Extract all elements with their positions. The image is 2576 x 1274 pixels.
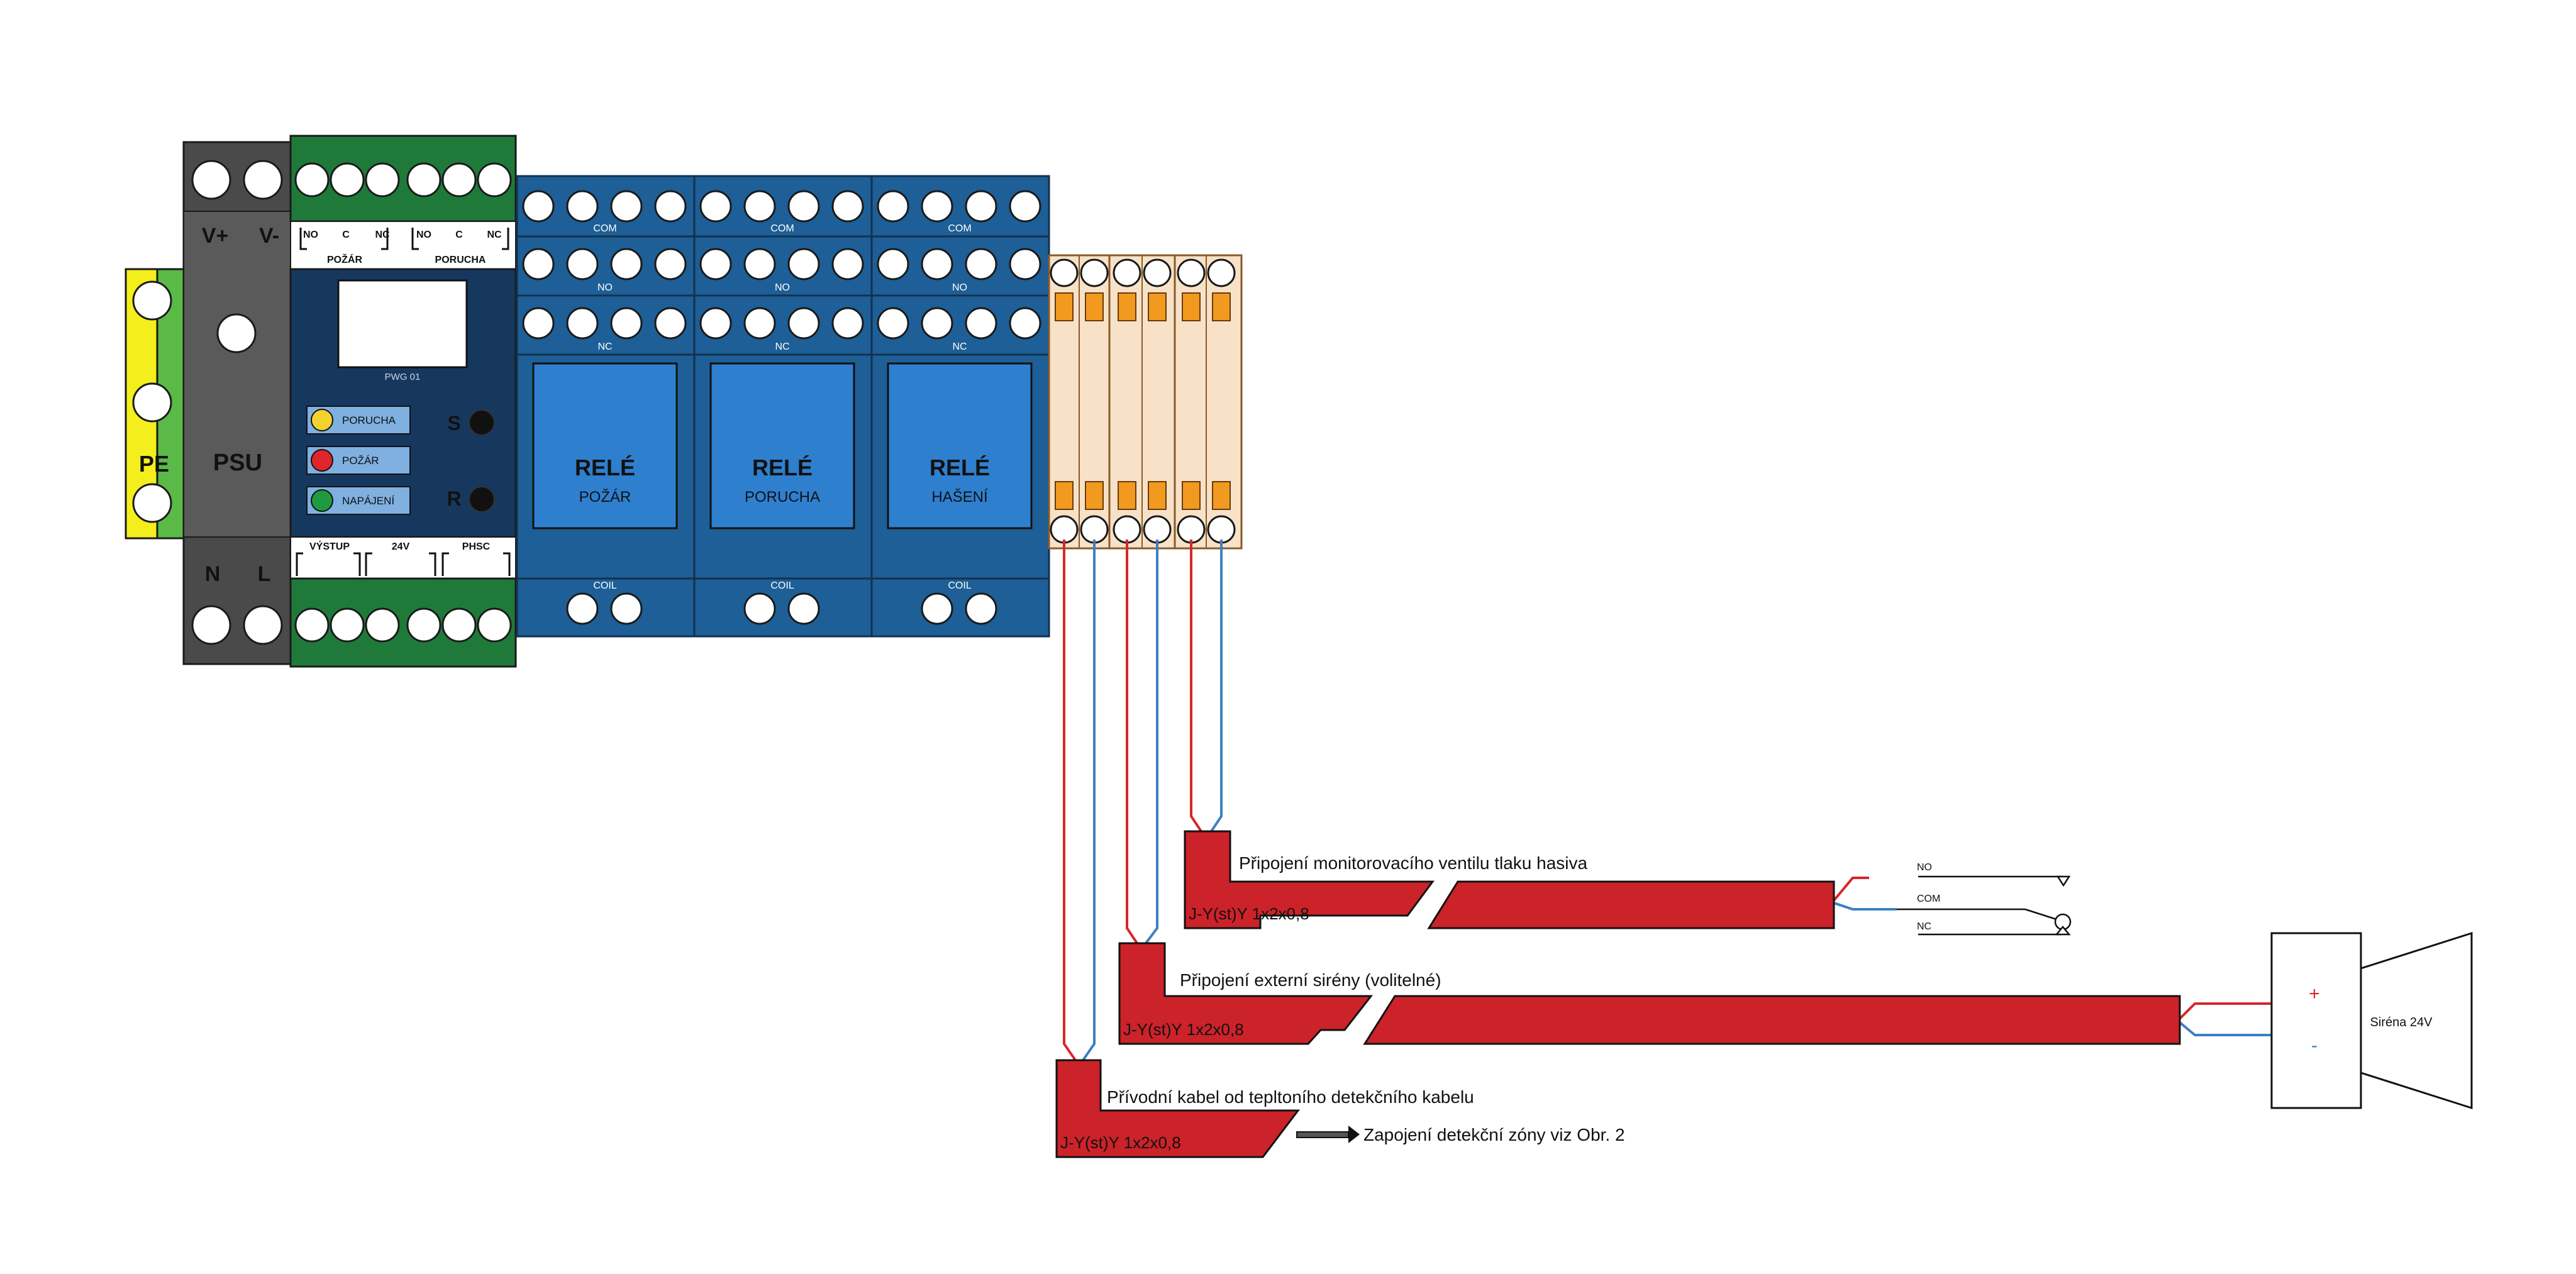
ctrl-c1-label: C bbox=[342, 230, 350, 240]
relay2-coil-label: COIL bbox=[770, 580, 794, 591]
ctrl-no2-label: NO bbox=[416, 230, 431, 240]
wire-blue-valve bbox=[1210, 540, 1223, 833]
relay3-com-label: COM bbox=[948, 223, 971, 234]
button-s[interactable] bbox=[469, 409, 495, 436]
cable-siren: Připojení externí sirény (volitelné) J-Y… bbox=[1118, 942, 2181, 1045]
ctrl-group1-label: POŽÁR bbox=[327, 253, 362, 265]
relay1-subtitle: POŽÁR bbox=[579, 489, 631, 506]
cable-valve: Připojení monitorovacího ventilu tlaku h… bbox=[1184, 830, 1835, 929]
terminal-blocks bbox=[1048, 254, 1243, 550]
ctrl-no1-label: NO bbox=[303, 230, 318, 240]
cable-detection-title: Přívodní kabel od tepltoního detekčního … bbox=[1107, 1087, 1474, 1107]
relay1-nc-label: NC bbox=[597, 341, 612, 352]
relay3-title: RELÉ bbox=[930, 455, 990, 480]
wire-red-valve-out bbox=[1833, 877, 1869, 902]
relay2-no-label: NO bbox=[775, 282, 790, 293]
detection-arrow-head bbox=[1348, 1126, 1360, 1143]
relay-module-porucha: COM NO NC RELÉ PORUCHA COIL bbox=[693, 175, 873, 638]
relay3-coil-label: COIL bbox=[948, 580, 971, 591]
controller-model-label: PWG 01 bbox=[385, 372, 421, 382]
ctrl-24v-label: 24V bbox=[392, 541, 410, 552]
controller-module: NO C NC NO C NC POŽÁR PORUCHA PWG 01 POR… bbox=[289, 135, 517, 668]
siren-label: Siréna 24V bbox=[2370, 1016, 2433, 1029]
pe-label: PE bbox=[139, 451, 169, 477]
relay1-coil-label: COIL bbox=[593, 580, 616, 591]
cable-siren-type: J-Y(st)Y 1x2x0,8 bbox=[1123, 1020, 1244, 1039]
cable-valve-title: Připojení monitorovacího ventilu tlaku h… bbox=[1239, 853, 1588, 873]
led-napajeni-label: NAPÁJENÍ bbox=[342, 495, 394, 507]
relay1-title: RELÉ bbox=[575, 455, 635, 480]
controller-display bbox=[337, 279, 468, 368]
led-pozar bbox=[311, 449, 333, 472]
relay3-nc-label: NC bbox=[952, 341, 967, 352]
ctrl-nc1-label: NC bbox=[375, 230, 390, 240]
valve-switch: NO COM NC bbox=[1897, 862, 2072, 936]
wire-blue-valve-out bbox=[1833, 902, 1897, 911]
ctrl-group2-label: PORUCHA bbox=[435, 255, 486, 265]
psu-module: V+ V- PSU N L bbox=[182, 141, 292, 665]
wire-blue-detection bbox=[1082, 540, 1096, 1061]
relay3-no-label: NO bbox=[952, 282, 967, 293]
cable-detection-type: J-Y(st)Y 1x2x0,8 bbox=[1060, 1133, 1181, 1152]
button-s-label: S bbox=[447, 412, 460, 435]
psu-label: PSU bbox=[213, 450, 262, 476]
wires bbox=[1063, 540, 2323, 1061]
button-r[interactable] bbox=[469, 486, 495, 512]
valve-no-label: NO bbox=[1917, 862, 1932, 873]
relay2-nc-label: NC bbox=[775, 341, 789, 352]
detection-arrow bbox=[1296, 1131, 1349, 1138]
relay3-subtitle: HAŠENÍ bbox=[931, 488, 988, 506]
wire-red-detection bbox=[1063, 540, 1077, 1061]
cable-detection: Přívodní kabel od tepltoního detekčního … bbox=[1055, 1059, 1625, 1158]
pe-terminal: PE bbox=[125, 268, 185, 540]
button-r-label: R bbox=[447, 487, 461, 510]
valve-nc-label: NC bbox=[1917, 921, 1931, 932]
led-porucha bbox=[311, 409, 333, 431]
detection-note: Zapojení detekční zóny viz Obr. 2 bbox=[1363, 1125, 1625, 1144]
valve-com-label: COM bbox=[1917, 894, 1940, 904]
cable-siren-title: Připojení externí sirény (volitelné) bbox=[1180, 970, 1441, 990]
led-napajeni bbox=[311, 489, 333, 512]
relay1-com-label: COM bbox=[593, 223, 616, 234]
siren: Siréna 24V + - bbox=[2270, 931, 2473, 1110]
psu-l-label: L bbox=[258, 562, 271, 586]
ctrl-c2-label: C bbox=[455, 230, 463, 240]
relay2-com-label: COM bbox=[770, 223, 794, 234]
psu-vminus-label: V- bbox=[259, 224, 279, 248]
relay1-no-label: NO bbox=[597, 282, 613, 293]
psu-n-label: N bbox=[205, 562, 221, 586]
ctrl-nc2-label: NC bbox=[487, 230, 502, 240]
relay-module-pozar: COM NO NC RELÉ POŽÁR COIL bbox=[516, 175, 696, 638]
siren-plus-label: + bbox=[2309, 983, 2320, 1004]
ctrl-phsc-label: PHSC bbox=[462, 541, 491, 552]
led-porucha-label: PORUCHA bbox=[342, 414, 396, 426]
relay2-subtitle: PORUCHA bbox=[745, 489, 820, 506]
relay-module-haseni: COM NO NC RELÉ HAŠENÍ COIL bbox=[870, 175, 1050, 638]
relay2-title: RELÉ bbox=[752, 455, 813, 480]
wire-red-siren bbox=[1126, 540, 1138, 944]
cable-valve-type: J-Y(st)Y 1x2x0,8 bbox=[1189, 904, 1309, 923]
wire-red-valve bbox=[1190, 540, 1202, 833]
ctrl-vystup-label: VÝSTUP bbox=[309, 540, 350, 552]
led-pozar-label: POŽÁR bbox=[342, 455, 379, 467]
psu-vplus-label: V+ bbox=[202, 224, 229, 248]
wire-blue-siren bbox=[1145, 540, 1158, 944]
siren-minus-label: - bbox=[2311, 1035, 2318, 1056]
